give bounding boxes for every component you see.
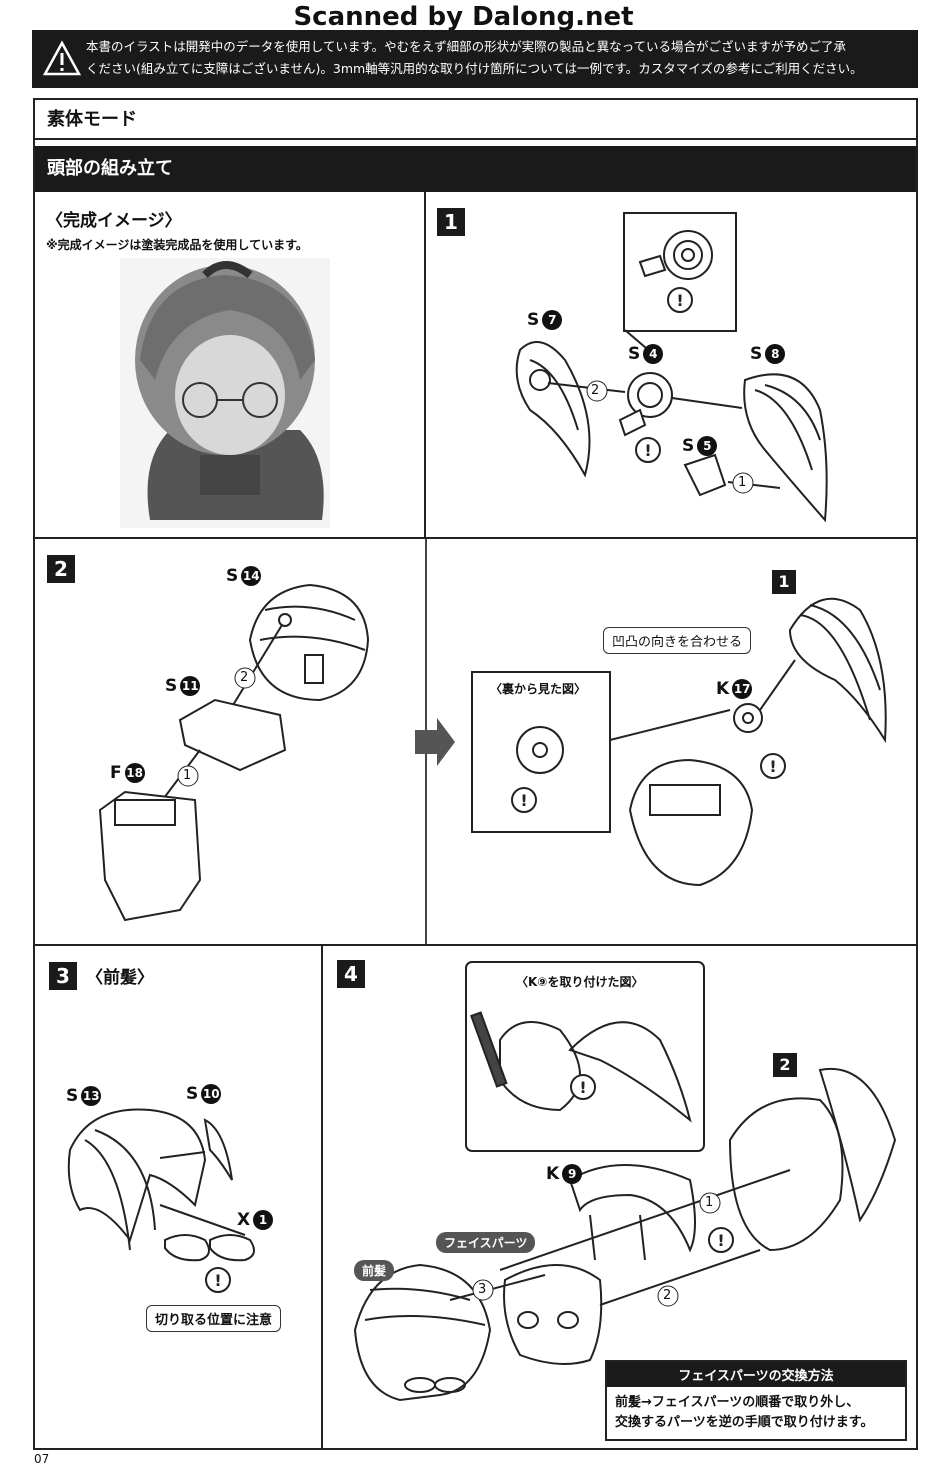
- step1-order-1: 1: [738, 475, 747, 490]
- part-s11-letter: S: [165, 676, 178, 696]
- subsection-title: 頭部の組み立て: [35, 146, 916, 192]
- part-k9-letter: K: [546, 1164, 560, 1184]
- face-exchange-body: 前髪→フェイスパーツの順番で取り外し、 交換するパーツを逆の手順で取り付けます。: [607, 1387, 905, 1439]
- step1-order-2: 2: [591, 383, 600, 398]
- step3-title: 〈前髪〉: [86, 968, 154, 988]
- warning-text: 本書のイラストは開発中のデータを使用しています。やむをえず細部の形状が実際の製品…: [86, 36, 904, 80]
- page-number: 07: [34, 1452, 50, 1466]
- divider-col-1: [424, 192, 426, 537]
- part-f18-letter: F: [110, 763, 122, 783]
- divider-row-1: [35, 537, 916, 539]
- part-s14-number: 14: [241, 566, 262, 586]
- step4-diagram: [353, 961, 897, 1402]
- step1-diagram: [515, 212, 828, 523]
- part-s5-letter: S: [682, 436, 695, 456]
- section-title: 素体モード: [35, 100, 916, 140]
- step3-number: 3: [49, 962, 77, 990]
- warning-line-2: ください(組み立てに支障はございません)。3mm軸等汎用的な取り付け箇所について…: [86, 61, 863, 76]
- part-s14-letter: S: [226, 566, 239, 586]
- watermark-text: Scanned by Dalong.net: [293, 2, 634, 32]
- divider-col-3: [321, 946, 323, 1450]
- manual-page-frame: [33, 98, 918, 1450]
- part-k9-number: 9: [562, 1164, 583, 1184]
- part-s13-letter: S: [66, 1086, 79, 1106]
- divider-row-2: [35, 944, 916, 946]
- part-s10-number: 10: [201, 1084, 222, 1104]
- face-parts-tag: フェイスパーツ: [436, 1232, 536, 1253]
- step4-sub-number: 2: [773, 1053, 797, 1077]
- preview-title: 〈完成イメージ〉: [46, 211, 182, 231]
- part-s10-letter: S: [186, 1084, 199, 1104]
- svg-text:!: !: [676, 291, 683, 310]
- step3-diagram: [67, 1108, 255, 1262]
- part-x1-number: 1: [253, 1210, 274, 1230]
- step2-sub-number: 1: [772, 570, 796, 594]
- face-exchange-line-2: 交換するパーツを逆の手順で取り付けます。: [615, 1415, 874, 1430]
- part-k17-number: 17: [732, 679, 753, 699]
- part-s7-letter: S: [527, 310, 540, 330]
- step2-left-diagram: [98, 583, 370, 922]
- preview-photo: [120, 258, 330, 528]
- face-exchange-box: フェイスパーツの交換方法 前髪→フェイスパーツの順番で取り外し、 交換するパーツ…: [605, 1360, 907, 1441]
- part-f18-number: 18: [124, 763, 145, 783]
- order-markers: [177, 380, 754, 1307]
- part-k17-letter: K: [716, 679, 730, 699]
- caution-icons: ! ! ! ! ! ! !: [205, 287, 786, 1293]
- k9-view-title: 〈K⑨を取り付けた図〉: [516, 975, 644, 989]
- face-exchange-title: フェイスパーツの交換方法: [607, 1362, 905, 1387]
- warning-icon: [42, 40, 82, 76]
- cut-position-note: 切り取る位置に注意: [146, 1305, 282, 1332]
- step4-number: 4: [337, 960, 365, 988]
- part-s7-number: 7: [542, 310, 563, 330]
- step2-right-diagram: [471, 597, 887, 887]
- warning-banner: 本書のイラストは開発中のデータを使用しています。やむをえず細部の形状が実際の製品…: [32, 30, 918, 88]
- step2-number: 2: [47, 555, 75, 583]
- arrow-right-icon: [415, 718, 455, 766]
- back-view-title: 〈裏から見た図〉: [490, 682, 587, 696]
- warning-line-1: 本書のイラストは開発中のデータを使用しています。やむをえず細部の形状が実際の製品…: [86, 39, 847, 54]
- svg-text:!: !: [644, 441, 651, 460]
- part-s8-letter: S: [750, 344, 763, 364]
- svg-text:!: !: [717, 1231, 724, 1250]
- preview-note: ※完成イメージは塗装完成品を使用しています。: [46, 238, 308, 252]
- part-s8-number: 8: [765, 344, 786, 364]
- step4-order-1: 1: [705, 1195, 714, 1210]
- step2-order-2: 2: [240, 670, 249, 685]
- step4-order-2: 2: [663, 1288, 672, 1303]
- svg-text:!: !: [579, 1078, 586, 1097]
- align-note: 凹凸の向きを合わせる: [603, 627, 752, 654]
- bangs-tag: 前髪: [354, 1260, 395, 1281]
- svg-text:!: !: [520, 791, 527, 810]
- svg-text:!: !: [769, 757, 776, 776]
- step2-order-1: 1: [183, 768, 192, 783]
- step1-number: 1: [437, 208, 465, 236]
- part-s4-letter: S: [628, 344, 641, 364]
- part-s11-number: 11: [180, 676, 201, 696]
- part-x1-letter: X: [237, 1210, 251, 1230]
- part-s5-number: 5: [697, 436, 718, 456]
- part-s13-number: 13: [81, 1086, 102, 1106]
- step4-order-3: 3: [478, 1282, 487, 1297]
- svg-text:!: !: [214, 1271, 221, 1290]
- part-s4-number: 4: [643, 344, 664, 364]
- face-exchange-line-1: 前髪→フェイスパーツの順番で取り外し、: [615, 1395, 860, 1410]
